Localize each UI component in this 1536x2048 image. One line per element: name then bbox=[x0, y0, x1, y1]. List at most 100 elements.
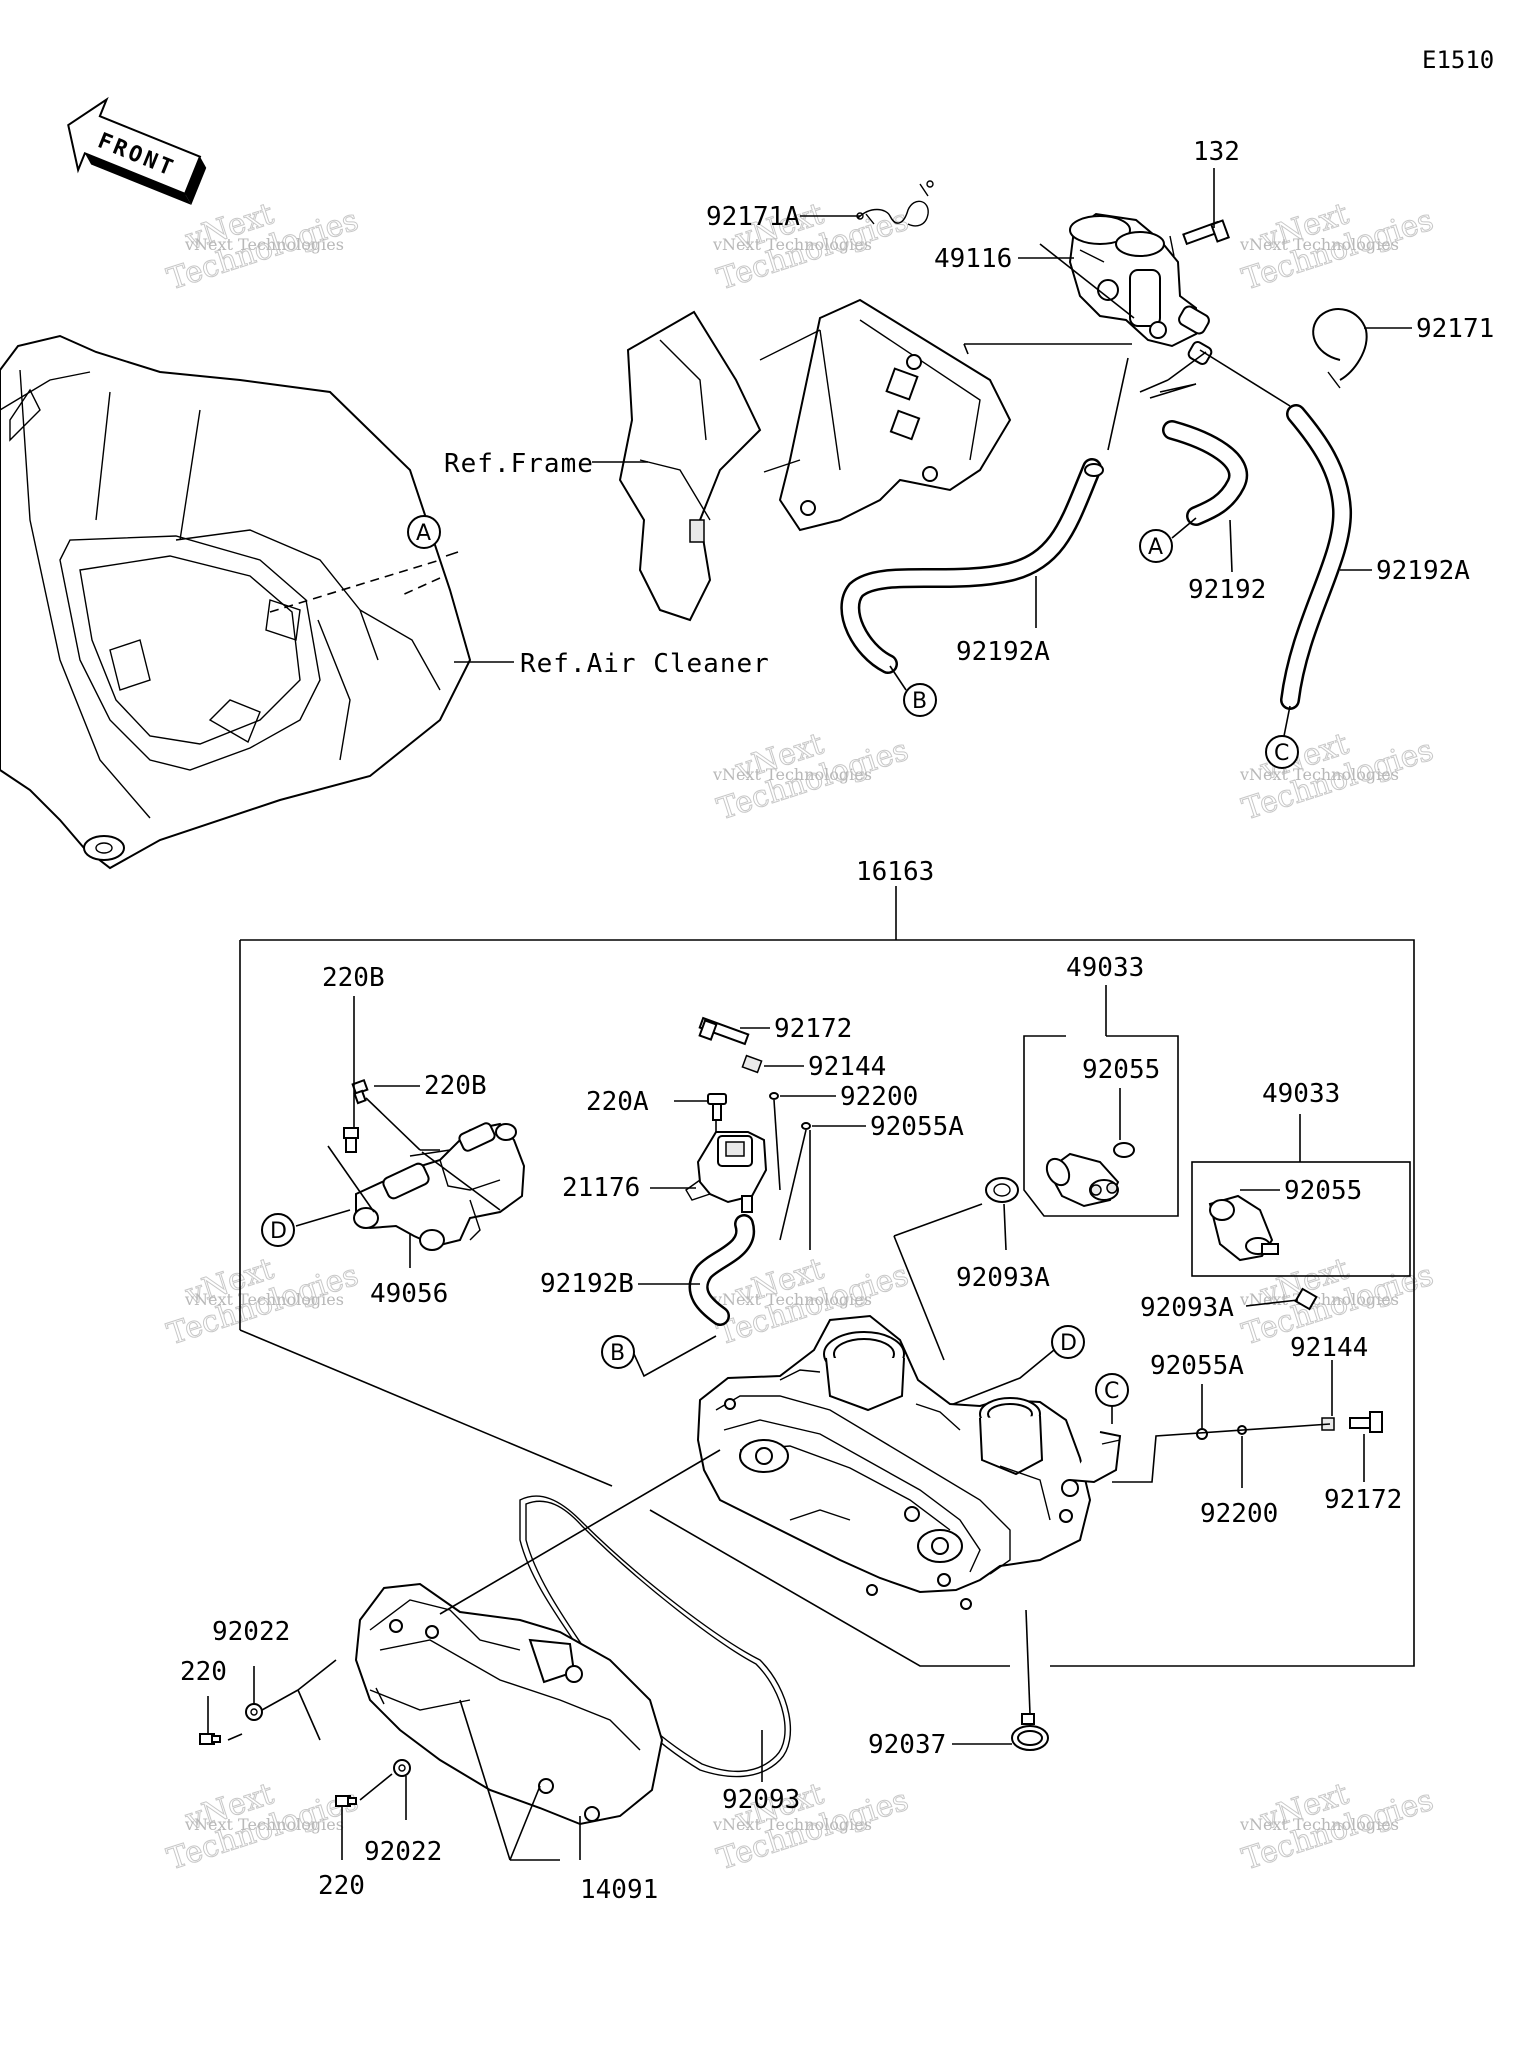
part-number: 92093 bbox=[722, 1785, 800, 1815]
part-number: 92022 bbox=[364, 1837, 442, 1867]
callout-b-mid: B bbox=[601, 1335, 717, 1378]
label-ref-frame: Ref.Frame bbox=[444, 449, 648, 479]
throttle-body-assembly bbox=[696, 1314, 1122, 1610]
hose-92192A-left bbox=[840, 458, 1104, 674]
part-number: 220 bbox=[180, 1657, 227, 1687]
part-number: 92093A bbox=[1140, 1293, 1234, 1323]
labels-14091: 14091 bbox=[439, 1449, 721, 1905]
ref-frame-label: Ref.Frame bbox=[444, 449, 594, 479]
labels-49033-a: 92055 bbox=[1082, 1055, 1160, 1140]
box-49033-b: 49033 bbox=[1191, 1079, 1411, 1277]
part-number: 92144 bbox=[1290, 1333, 1368, 1363]
spring-92144-top bbox=[741, 1054, 763, 1074]
labels-21176: 220A 21176 bbox=[562, 1087, 717, 1203]
labels-right-row: 92055A 92144 92200 92172 bbox=[1112, 1333, 1402, 1529]
part-number: 92171A bbox=[706, 202, 800, 232]
watermark-text: vNext Technologies bbox=[712, 1290, 872, 1309]
part-number: 14091 bbox=[580, 1875, 658, 1905]
oring-92055-a bbox=[1113, 1142, 1135, 1158]
svg-text:C: C bbox=[1274, 741, 1289, 766]
label-92192A-right: 92192A bbox=[1340, 556, 1470, 586]
clamp-92037 bbox=[1011, 1609, 1049, 1751]
part-number: 92055 bbox=[1082, 1055, 1160, 1085]
part-number: 132 bbox=[1193, 137, 1240, 167]
part-number: 92055 bbox=[1284, 1176, 1362, 1206]
clip-92171 bbox=[1312, 307, 1368, 389]
watermark-text: vNext Technologies bbox=[184, 235, 344, 254]
part-number: 92192A bbox=[1376, 556, 1470, 586]
watermark-text: vNext Technologies bbox=[1239, 765, 1399, 784]
hose-92192 bbox=[1162, 420, 1249, 526]
front-arrow-icon: FRONT bbox=[67, 96, 207, 205]
label-92171: 92171 bbox=[1364, 314, 1494, 344]
part-number: 92093A bbox=[956, 1263, 1050, 1293]
callout-d-right: D bbox=[937, 1325, 1085, 1411]
ref-air-cleaner-label: Ref.Air Cleaner bbox=[520, 649, 770, 679]
label-49116: 49116 bbox=[934, 244, 1074, 274]
svg-text:B: B bbox=[912, 689, 927, 714]
diagram-code: E1510 bbox=[1422, 46, 1494, 74]
callout-a-top: A bbox=[407, 515, 441, 549]
bolt-220-top bbox=[199, 1733, 221, 1745]
part-number: 92192 bbox=[1188, 575, 1266, 605]
bolt-220-bot bbox=[335, 1795, 357, 1807]
part-number: 92172 bbox=[774, 1014, 852, 1044]
svg-text:D: D bbox=[270, 1219, 287, 1244]
screw-220B-mid bbox=[351, 1078, 369, 1105]
watermark-text: vNext Technologies bbox=[1239, 1290, 1399, 1309]
label-92093A-b: 92093A bbox=[1140, 1293, 1299, 1323]
callout-c-mid: C bbox=[1095, 1373, 1129, 1424]
label-92192: 92192 bbox=[1188, 519, 1266, 605]
part-number: 92022 bbox=[212, 1617, 290, 1647]
label-92192B: 92192B bbox=[540, 1269, 700, 1299]
watermark-text: vNext Technologies bbox=[184, 1290, 344, 1309]
part-number: 92055A bbox=[870, 1112, 964, 1142]
part-number: 92037 bbox=[868, 1730, 946, 1760]
screw-220B-top bbox=[343, 1127, 359, 1153]
oring-92055A-top bbox=[801, 1122, 811, 1130]
part-number: 220A bbox=[586, 1087, 649, 1117]
part-number: 220 bbox=[318, 1871, 365, 1901]
part-number: 92171 bbox=[1416, 314, 1494, 344]
watermark-text: vNext Technologies bbox=[1239, 235, 1399, 254]
watermark-text: vNext Technologies bbox=[1239, 1815, 1399, 1834]
washer-92022-top bbox=[245, 1703, 263, 1721]
part-number: 92144 bbox=[808, 1052, 886, 1082]
box-49033-a: 49033 bbox=[1023, 953, 1179, 1217]
bolt-132 bbox=[1182, 219, 1230, 246]
clip-92171A bbox=[856, 180, 934, 227]
callout-c-top: C bbox=[1265, 705, 1299, 769]
svg-text:B: B bbox=[610, 1341, 625, 1366]
label-92093A-a: 92093A bbox=[893, 1203, 1050, 1361]
frame-bracket bbox=[618, 298, 1012, 622]
screw-220A bbox=[707, 1093, 727, 1121]
part-number: 92055A bbox=[1150, 1351, 1244, 1381]
labels-sensor-stack: 92172 92144 92200 92055A bbox=[740, 1014, 964, 1250]
callout-b-top: B bbox=[889, 665, 937, 717]
washer-92022-bot bbox=[393, 1759, 411, 1777]
callout-d-left: D bbox=[261, 1213, 295, 1247]
part-number: 92192B bbox=[540, 1269, 634, 1299]
part-number: 220B bbox=[322, 963, 385, 993]
part-number: 49056 bbox=[370, 1279, 448, 1309]
label-92093: 92093 bbox=[722, 1730, 800, 1815]
seal-92093A-b bbox=[1294, 1287, 1318, 1311]
cover-14091 bbox=[354, 1582, 664, 1826]
part-number: 16163 bbox=[856, 857, 934, 887]
part-number: 49033 bbox=[1066, 953, 1144, 983]
washer-92200-top bbox=[769, 1092, 779, 1100]
label-92171A: 92171A bbox=[706, 202, 860, 232]
part-number: 49116 bbox=[934, 244, 1012, 274]
part-number: 220B bbox=[424, 1071, 487, 1101]
part-number: 92200 bbox=[840, 1082, 918, 1112]
label-92037: 92037 bbox=[868, 1730, 1012, 1760]
bolt-92172-right bbox=[1349, 1411, 1383, 1433]
injector-a bbox=[1045, 1152, 1120, 1208]
sensor-21176 bbox=[685, 1131, 768, 1213]
callout-a-right: A bbox=[1139, 517, 1197, 563]
svg-text:A: A bbox=[416, 521, 431, 546]
hose-92192A-right bbox=[1280, 404, 1353, 710]
svg-text:C: C bbox=[1104, 1379, 1119, 1404]
part-number: 49033 bbox=[1262, 1079, 1340, 1109]
